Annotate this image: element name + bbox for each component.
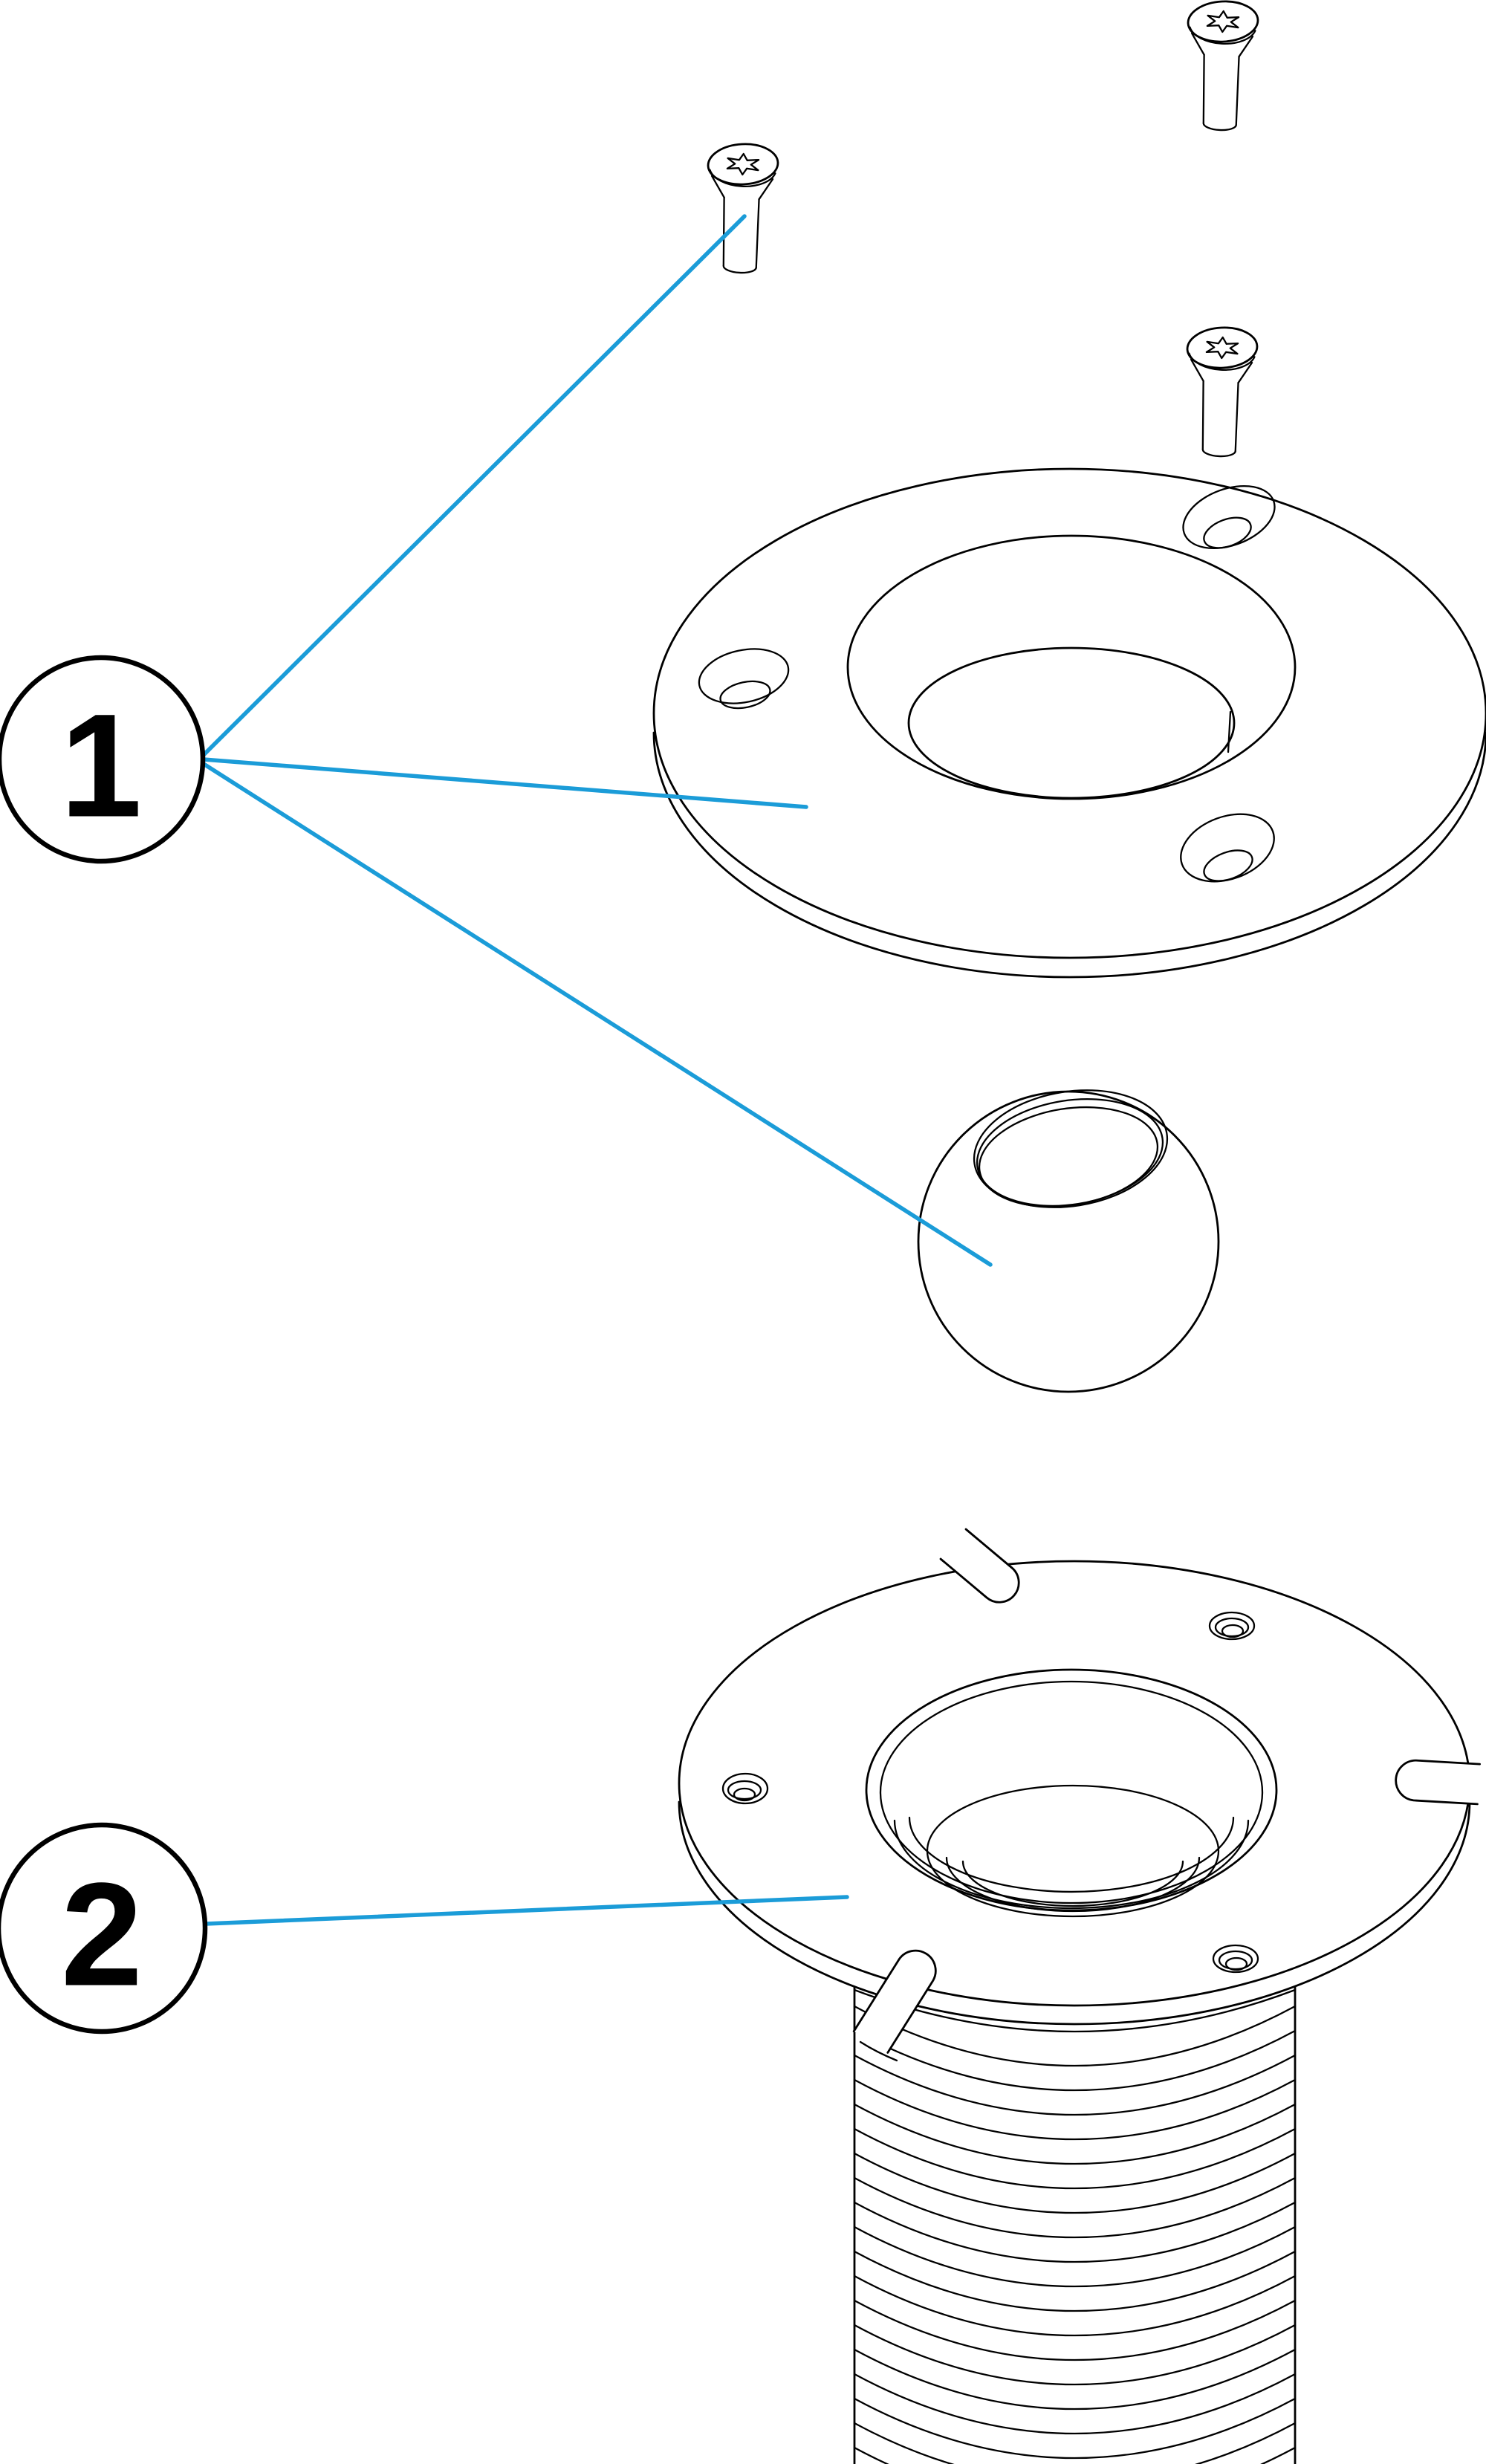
leader-line-1-ball: [201, 762, 993, 1267]
callout-1[interactable]: 1: [0, 655, 206, 864]
torx-screw-right: [1178, 321, 1262, 459]
sleeve-screw-hole-bottom: [1212, 1944, 1259, 1974]
threaded-sleeve-body: [678, 1528, 1481, 2464]
leader-lines: [201, 214, 993, 1926]
cover-screw-hole-bottom-right: [1180, 813, 1275, 883]
callout-2[interactable]: 2: [0, 1822, 208, 2035]
cover-flange: [652, 467, 1486, 979]
callout-1-circle[interactable]: [0, 655, 206, 864]
cover-screw-hole-left: [698, 648, 790, 710]
ball-insert: [917, 1089, 1220, 1393]
bore-seam-line: [1227, 710, 1232, 753]
sleeve-screw-hole-top-right: [1208, 1611, 1256, 1641]
sleeve-flange-face: [679, 1561, 1470, 2025]
ball-sphere: [917, 1090, 1220, 1393]
leader-line-1-flange: [201, 757, 808, 809]
torx-screw-top: [1179, 0, 1262, 133]
callout-2-label: 2: [61, 1852, 143, 2017]
sleeve-screw-hole-left: [721, 1772, 769, 1805]
cover-flange-face: [654, 469, 1486, 977]
sleeve-flange-thickness: [678, 1800, 1471, 2026]
callout-2-circle[interactable]: [0, 1822, 208, 2035]
bayonet-notch-bottom-left: [852, 1949, 937, 2062]
cover-flange-rim: [652, 467, 1486, 959]
cover-center-bore: [907, 646, 1236, 800]
leader-line-1-screw: [201, 214, 747, 757]
torx-screw-middle: [699, 137, 782, 276]
cover-flange-thickness: [652, 731, 1486, 979]
ball-opening-inner: [978, 1106, 1159, 1208]
bayonet-notch-right: [1395, 1759, 1481, 1806]
threaded-tube: [853, 1979, 1297, 2464]
cover-screw-hole-top-right: [1182, 484, 1276, 550]
callout-1-label: 1: [60, 684, 142, 848]
bayonet-notch-top: [939, 1528, 1020, 1604]
ball-opening-outer: [973, 1089, 1169, 1208]
thread-arcs: [853, 2005, 1297, 2464]
sleeve-central-bore: [865, 1668, 1278, 1918]
leader-line-2-sleeve: [204, 1895, 849, 1926]
